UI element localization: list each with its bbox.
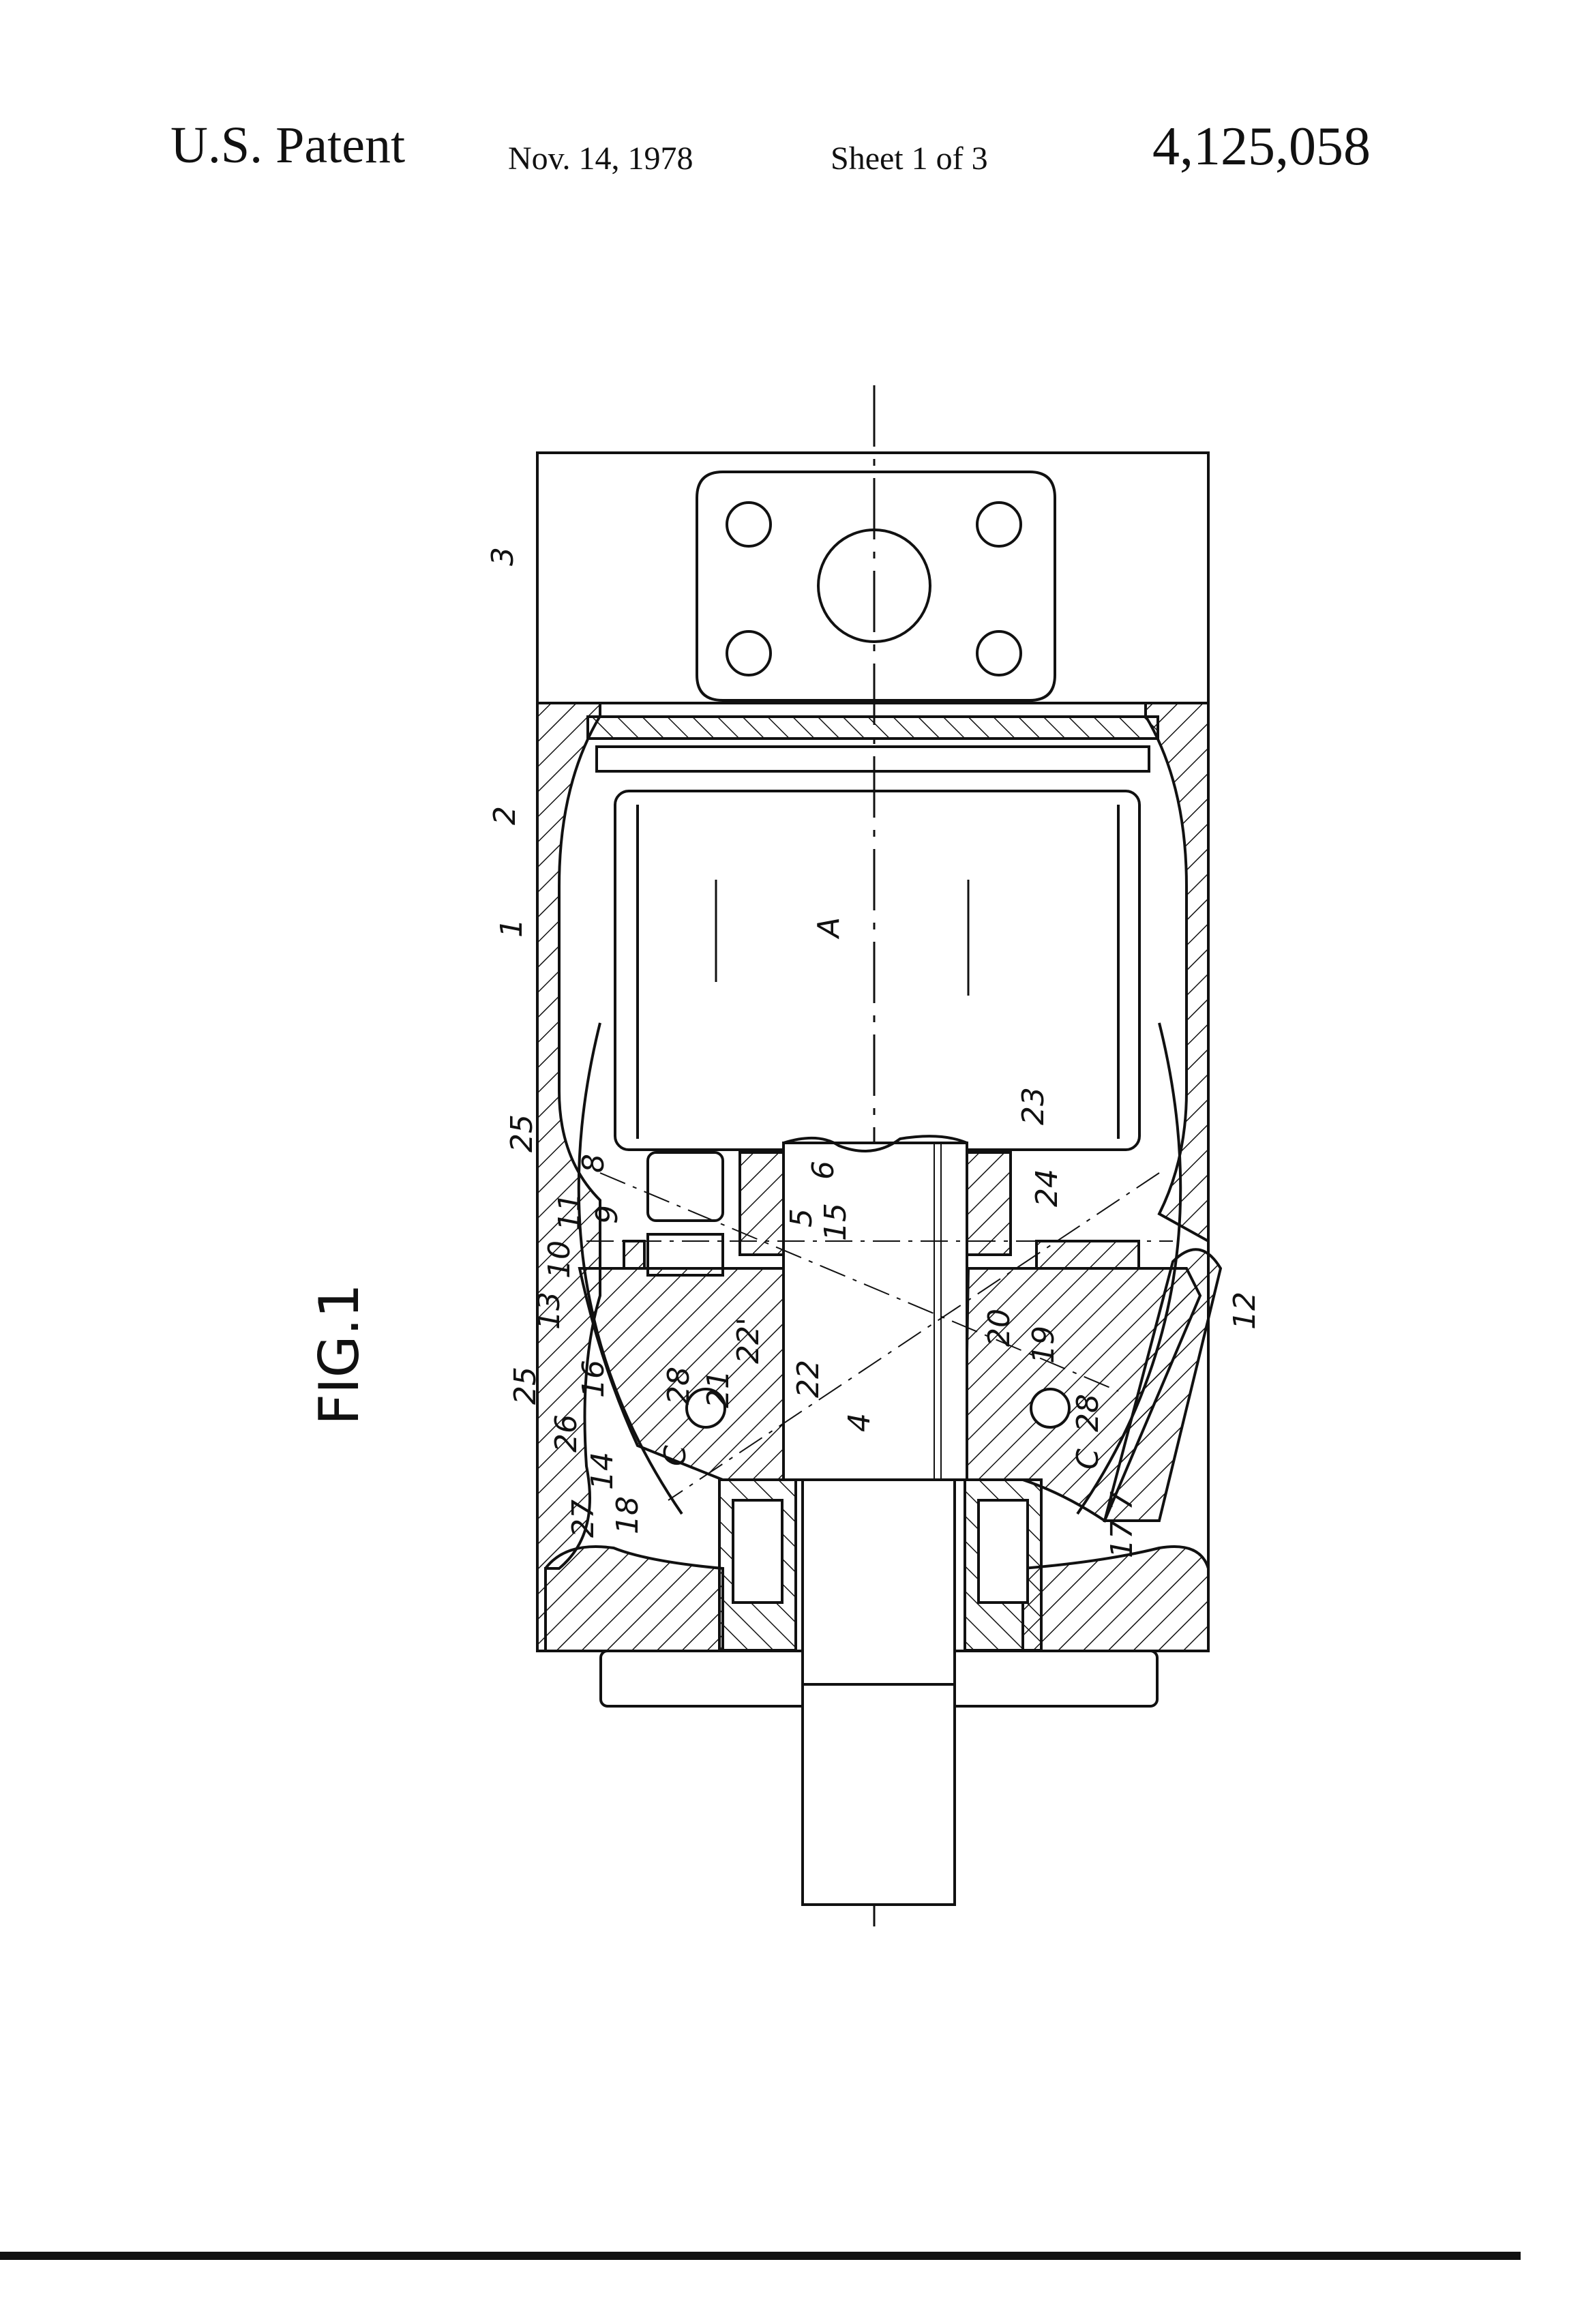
ref-13: 13 xyxy=(532,1292,567,1330)
ref-28-right: 28 xyxy=(1071,1394,1105,1432)
ref-22: 22 xyxy=(791,1360,826,1398)
end-cap-3 xyxy=(537,453,1208,703)
ref-15: 15 xyxy=(818,1203,853,1241)
ref-11: 11 xyxy=(552,1193,587,1231)
ref-9: 9 xyxy=(590,1205,625,1224)
housing-wall-right xyxy=(1146,703,1208,1241)
lower-housing-left xyxy=(546,1547,723,1651)
ref-C-right: C xyxy=(1071,1448,1105,1470)
ref-20: 20 xyxy=(982,1309,1017,1347)
ref-6: 6 xyxy=(806,1161,841,1180)
ref-25a: 25 xyxy=(505,1114,539,1152)
ref-3: 3 xyxy=(486,547,520,566)
ref-22-prime: 22' xyxy=(731,1317,766,1364)
ref-14: 14 xyxy=(585,1452,620,1490)
ref-21: 21 xyxy=(701,1370,736,1408)
ref-16: 16 xyxy=(576,1360,611,1398)
ref-8: 8 xyxy=(576,1154,611,1173)
piston-8 xyxy=(648,1152,723,1221)
bolt-hole xyxy=(727,631,771,675)
sleeve-left xyxy=(740,1152,783,1255)
seal-ring xyxy=(588,717,1158,739)
ref-7: 7 xyxy=(1105,1491,1139,1510)
pivot-28-right xyxy=(1031,1389,1069,1427)
figure-label: FIG.1 xyxy=(308,1283,371,1425)
ref-24: 24 xyxy=(1030,1169,1064,1207)
lower-housing-right xyxy=(1023,1547,1208,1651)
ref-C-left: C xyxy=(658,1445,693,1466)
ref-26: 26 xyxy=(549,1414,584,1452)
ref-19: 19 xyxy=(1026,1326,1061,1364)
bolt-hole xyxy=(727,503,771,546)
ref-5: 5 xyxy=(784,1208,819,1227)
ref-17: 17 xyxy=(1105,1520,1139,1558)
retaining-ring xyxy=(597,747,1149,771)
ref-23: 23 xyxy=(1016,1087,1051,1125)
ref-A: A xyxy=(811,917,846,940)
swash-plate-left xyxy=(580,1268,815,1480)
ref-12: 12 xyxy=(1227,1292,1262,1330)
ref-4: 4 xyxy=(842,1413,877,1432)
ref-25b: 25 xyxy=(508,1367,543,1405)
ref-10: 10 xyxy=(542,1240,577,1279)
ref-18: 18 xyxy=(610,1496,645,1534)
cylinder-2 xyxy=(615,791,1139,1150)
sleeve-right xyxy=(967,1152,1011,1255)
ref-2: 2 xyxy=(488,806,522,825)
ref-1: 1 xyxy=(494,919,529,938)
bolt-hole xyxy=(977,503,1021,546)
mounting-flange-plate xyxy=(697,472,1055,700)
bottom-rule xyxy=(0,2252,1521,2260)
output-shaft xyxy=(803,1480,955,1905)
ref-27: 27 xyxy=(566,1500,601,1538)
bolt-hole xyxy=(977,631,1021,675)
ref-28-left: 28 xyxy=(661,1367,696,1405)
